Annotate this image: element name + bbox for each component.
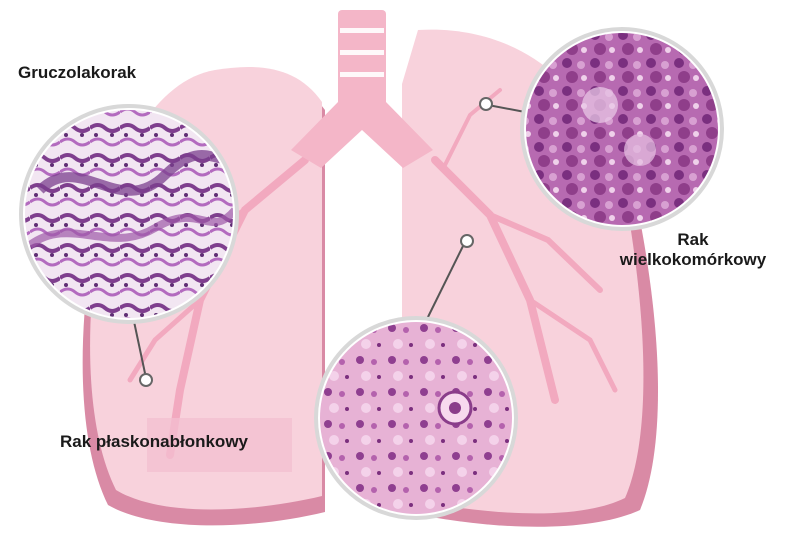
label-adenocarcinoma: Gruczolakorak <box>18 63 136 83</box>
label-large-cell-line-2: wielkokomórkowy <box>598 250 788 270</box>
label-squamous-cell-carcinoma: Rak płaskonabłonkowy <box>60 432 248 452</box>
connector-dot-large-cell <box>480 98 492 110</box>
label-large-cell-carcinoma: Rak wielkokomórkowy <box>598 230 788 271</box>
connector-dot-adenocarcinoma <box>140 374 152 386</box>
label-large-cell-line-1: Rak <box>598 230 788 250</box>
connector-dot-squamous <box>461 235 473 247</box>
